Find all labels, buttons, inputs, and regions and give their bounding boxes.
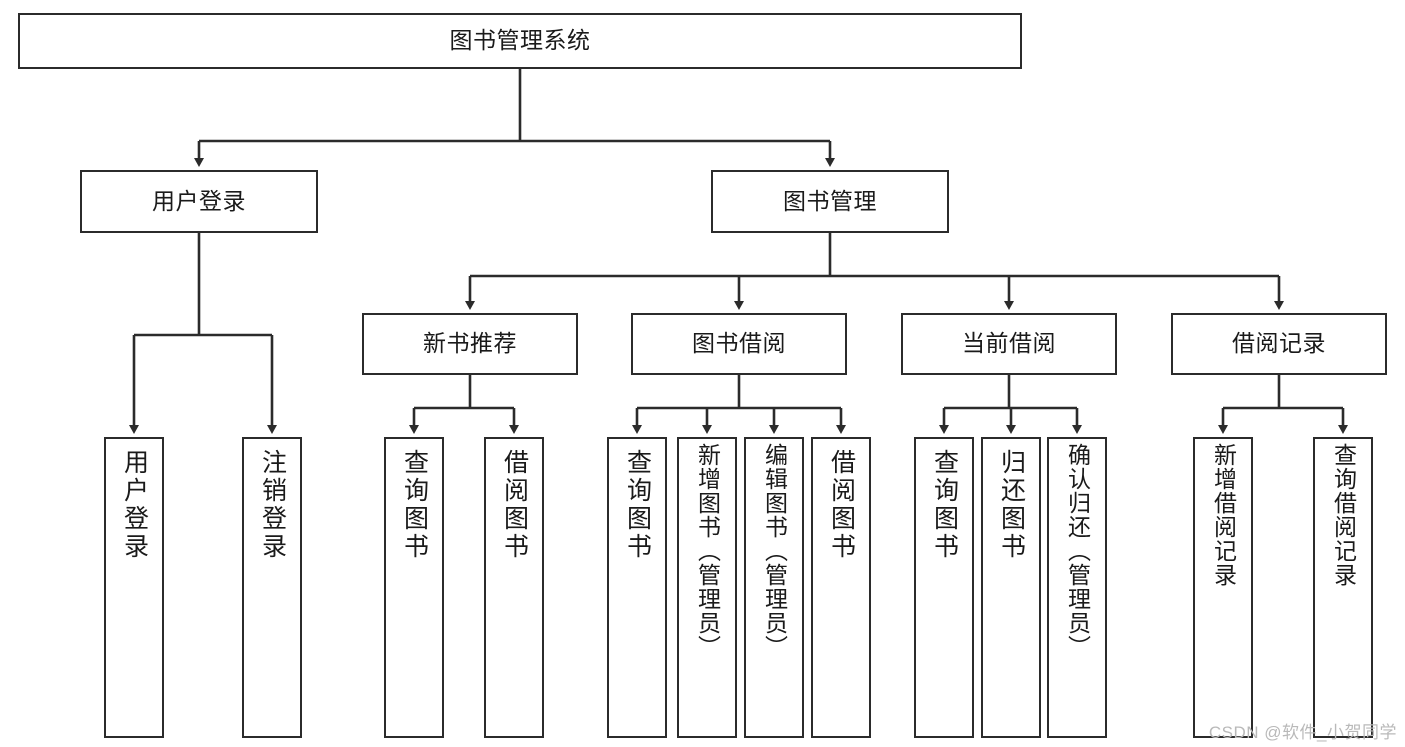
node-leaf-query-book-2[interactable]: 查询图书 [607, 437, 667, 738]
node-borrow-record-label: 借阅记录 [1232, 330, 1326, 357]
node-leaf-logout[interactable]: 注销登录 [242, 437, 302, 738]
node-leaf-add-book[interactable]: 新增图书（管理员） [677, 437, 737, 738]
node-current-borrow[interactable]: 当前借阅 [901, 313, 1117, 375]
node-leaf-query-book-2-label: 查询图书 [623, 449, 652, 561]
node-book-manage[interactable]: 图书管理 [711, 170, 949, 233]
node-root-label: 图书管理系统 [449, 27, 591, 54]
node-new-book-rec-label: 新书推荐 [423, 330, 517, 357]
node-leaf-user-login-label: 用户登录 [120, 449, 149, 561]
node-leaf-borrow-book-1-label: 借阅图书 [500, 449, 529, 561]
watermark-text: CSDN @软件_小贺同学 [1208, 723, 1397, 742]
node-current-borrow-label: 当前借阅 [962, 330, 1056, 357]
node-leaf-query-book-1[interactable]: 查询图书 [384, 437, 444, 738]
node-leaf-return-book[interactable]: 归还图书 [981, 437, 1041, 738]
node-leaf-add-record-label: 新增借阅记录 [1210, 443, 1237, 587]
node-new-book-rec[interactable]: 新书推荐 [362, 313, 578, 375]
node-leaf-add-record[interactable]: 新增借阅记录 [1193, 437, 1253, 738]
node-leaf-borrow-book-2[interactable]: 借阅图书 [811, 437, 871, 738]
node-leaf-query-record[interactable]: 查询借阅记录 [1313, 437, 1373, 738]
node-book-borrow[interactable]: 图书借阅 [631, 313, 847, 375]
node-book-manage-label: 图书管理 [783, 187, 877, 214]
node-borrow-record[interactable]: 借阅记录 [1171, 313, 1387, 375]
node-leaf-query-book-3-label: 查询图书 [930, 449, 959, 561]
node-leaf-return-book-label: 归还图书 [997, 449, 1026, 561]
node-leaf-query-book-1-label: 查询图书 [400, 449, 429, 561]
node-leaf-query-book-3[interactable]: 查询图书 [914, 437, 974, 738]
node-book-borrow-label: 图书借阅 [692, 330, 786, 357]
node-leaf-confirm-return-label: 确认归还（管理员） [1064, 443, 1091, 659]
node-leaf-confirm-return[interactable]: 确认归还（管理员） [1047, 437, 1107, 738]
node-leaf-query-record-label: 查询借阅记录 [1330, 443, 1357, 587]
node-leaf-edit-book[interactable]: 编辑图书（管理员） [744, 437, 804, 738]
node-root[interactable]: 图书管理系统 [18, 13, 1022, 69]
node-leaf-edit-book-label: 编辑图书（管理员） [761, 443, 788, 659]
node-leaf-logout-label: 注销登录 [258, 449, 287, 561]
node-user-login-label: 用户登录 [152, 187, 246, 214]
node-leaf-borrow-book-1[interactable]: 借阅图书 [484, 437, 544, 738]
node-user-login[interactable]: 用户登录 [80, 170, 318, 233]
node-leaf-borrow-book-2-label: 借阅图书 [827, 449, 856, 561]
node-leaf-add-book-label: 新增图书（管理员） [694, 443, 721, 659]
node-leaf-user-login[interactable]: 用户登录 [104, 437, 164, 738]
